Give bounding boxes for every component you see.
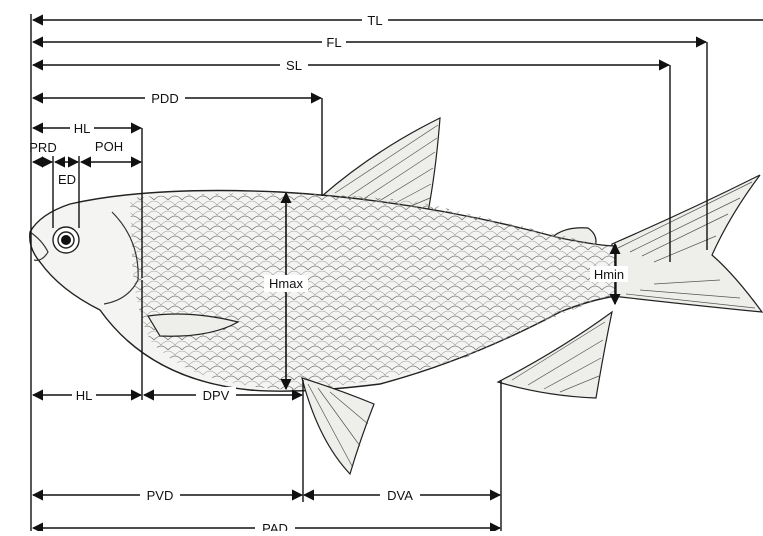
label-fl: FL: [326, 35, 341, 50]
label-hl-top: HL: [74, 121, 91, 136]
label-hl-bottom: HL: [76, 388, 93, 403]
label-poh: POH: [95, 139, 123, 154]
label-hmin: Hmin: [594, 267, 624, 282]
label-sl: SL: [286, 58, 302, 73]
caudal-fin: [612, 175, 762, 312]
label-pdd: PDD: [151, 91, 178, 106]
label-ed: ED: [58, 172, 76, 187]
label-pad: PAD: [262, 521, 288, 531]
label-tl: TL: [367, 13, 382, 28]
label-pvd: PVD: [147, 488, 174, 503]
label-dpv: DPV: [203, 388, 230, 403]
label-hmax: Hmax: [269, 276, 303, 291]
label-prd: PRD: [29, 140, 56, 155]
fish-illustration: [30, 118, 762, 474]
label-dva: DVA: [387, 488, 413, 503]
eye-pupil: [61, 235, 71, 245]
